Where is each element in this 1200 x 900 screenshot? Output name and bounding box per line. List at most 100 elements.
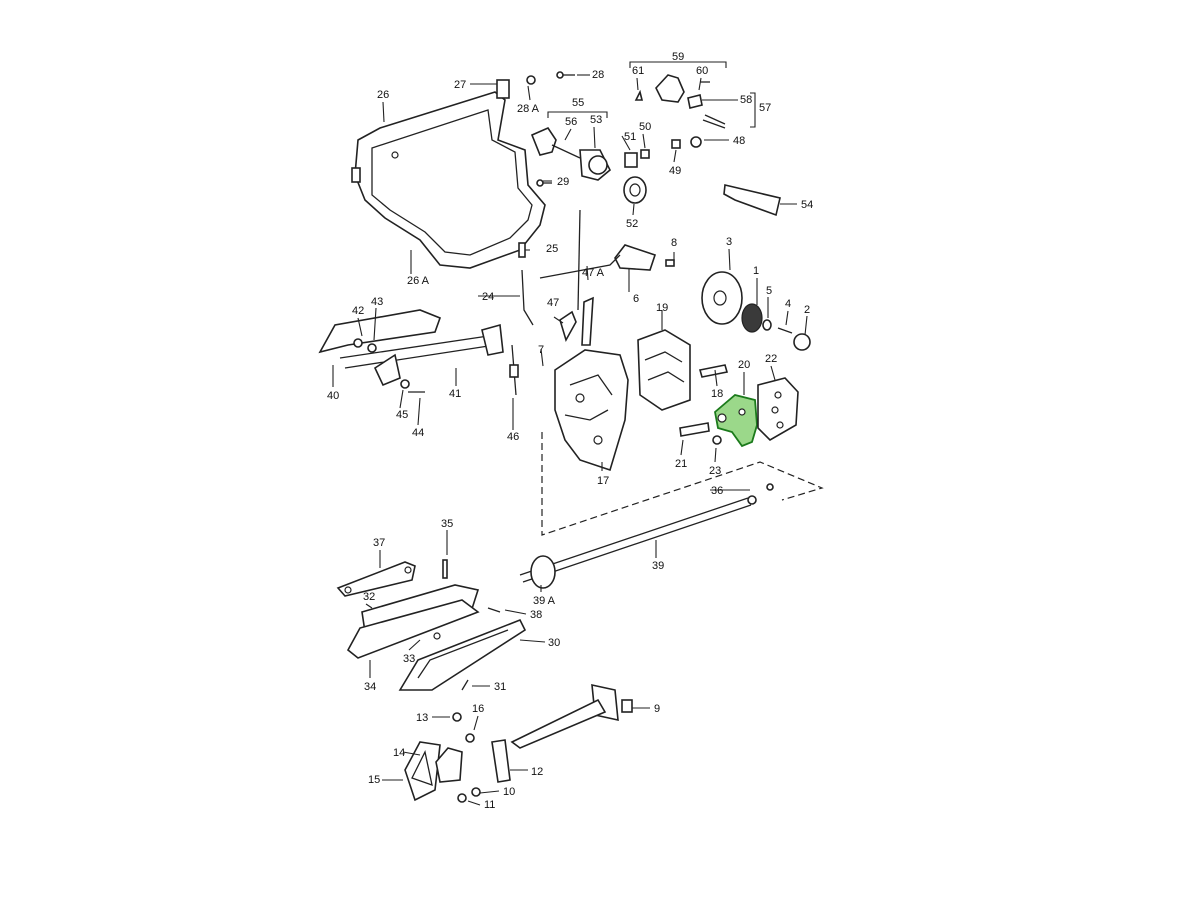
callout-61: 61 [632,65,644,77]
callout-8: 8 [671,237,677,249]
leader-line-4 [527,85,531,101]
leader-line-50 [519,639,546,643]
housing-19 [637,329,691,411]
callout-27: 27 [454,79,466,91]
screw-27-28 [526,71,575,187]
callout-28a: 28 A [517,103,540,115]
leader-line-60 [473,715,479,731]
leader-line-19 [642,133,646,149]
leader-line-52 [365,603,373,609]
leader-line-49 [504,609,527,615]
leader-line-57 [479,790,500,794]
callout-23: 23 [709,465,721,477]
link-37 [336,561,416,597]
callout-11: 11 [484,799,495,811]
leader-line-53 [408,639,421,651]
bracket-6 [614,244,675,271]
callout-52: 52 [626,218,638,230]
gear-assembly [701,271,811,351]
grease-tube-54 [723,184,781,217]
callout-28: 28 [592,69,604,81]
leader-line-10 [586,265,589,281]
callout-39: 39 [652,560,664,572]
callout-39a: 39 A [533,595,556,607]
callout-17: 17 [597,475,609,487]
leader-line-9 [553,316,564,324]
callout-3: 3 [726,236,732,248]
callout-51: 51 [624,131,636,143]
check-strap-9-16 [404,683,633,803]
plate-22 [757,377,799,441]
leader-line-20 [632,203,635,216]
key-cylinder-group [530,126,650,204]
leader-line-22 [593,126,596,149]
callout-60: 60 [696,65,708,77]
leader-line-17 [804,315,808,336]
callout-20: 20 [738,359,750,371]
callout-48: 48 [733,135,745,147]
callout-1: 1 [753,265,759,277]
callout-32: 32 [363,591,375,603]
leader-line-23 [673,149,677,163]
callout-40: 40 [327,390,339,402]
callout-18: 18 [711,388,723,400]
callout-58: 58 [740,94,752,106]
callout-43: 43 [371,296,383,308]
leader-line-32 [770,365,776,381]
callout-25: 25 [546,243,558,255]
leader-line-33 [680,439,684,456]
callout-35: 35 [441,518,453,530]
callout-41: 41 [449,388,461,400]
callout-29: 29 [557,176,569,188]
callout-46: 46 [507,431,519,443]
leader-line-27 [698,77,702,91]
callout-15: 15 [368,774,380,786]
leader-line-42 [399,389,404,409]
plate-20-highlighted [714,394,758,448]
inner-handle-30-34 [346,559,527,691]
callout-21: 21 [675,458,687,470]
callout-4: 4 [785,298,791,310]
leader-line-41 [373,307,377,341]
callout-2: 2 [804,304,810,316]
callout-59: 59 [672,51,684,63]
callout-49: 49 [669,165,681,177]
callout-38: 38 [530,609,542,621]
callout-55: 55 [572,97,584,109]
linkage-rods [509,209,621,396]
callout-16: 16 [472,703,484,715]
callout-22: 22 [765,353,777,365]
callout-57: 57 [759,102,771,114]
leader-line-34 [714,447,717,463]
callout-53: 53 [590,114,602,126]
callout-19: 19 [656,302,668,314]
callout-45: 45 [396,409,408,421]
callout-47: 47 [547,297,559,309]
outer-handle-40-41 [318,309,504,393]
callout-33: 33 [403,653,415,665]
leader-line-43 [417,397,421,426]
leader-line-58 [467,800,481,806]
bolts-18-21 [679,364,729,445]
leader-line-13 [728,248,731,271]
callout-36: 36 [711,485,723,497]
callout-5: 5 [766,285,772,297]
callout-12: 12 [531,766,543,778]
callout-6: 6 [633,293,639,305]
leader-line-16 [785,310,789,326]
lock-body-17 [554,349,629,472]
cable-39-group [519,432,824,589]
inner-panel-26 [351,79,546,269]
callout-24: 24 [482,291,494,303]
leader-line-21 [564,128,572,141]
lock-parts-57-61 [634,74,726,149]
callout-56: 56 [565,116,577,128]
leader-line-18 [621,135,631,151]
leader-line-28 [636,77,639,91]
callout-14: 14 [393,747,405,759]
callout-9: 9 [654,703,660,715]
leader-line-36 [540,348,544,367]
callout-10: 10 [503,786,515,798]
leader-line-1 [382,101,385,123]
